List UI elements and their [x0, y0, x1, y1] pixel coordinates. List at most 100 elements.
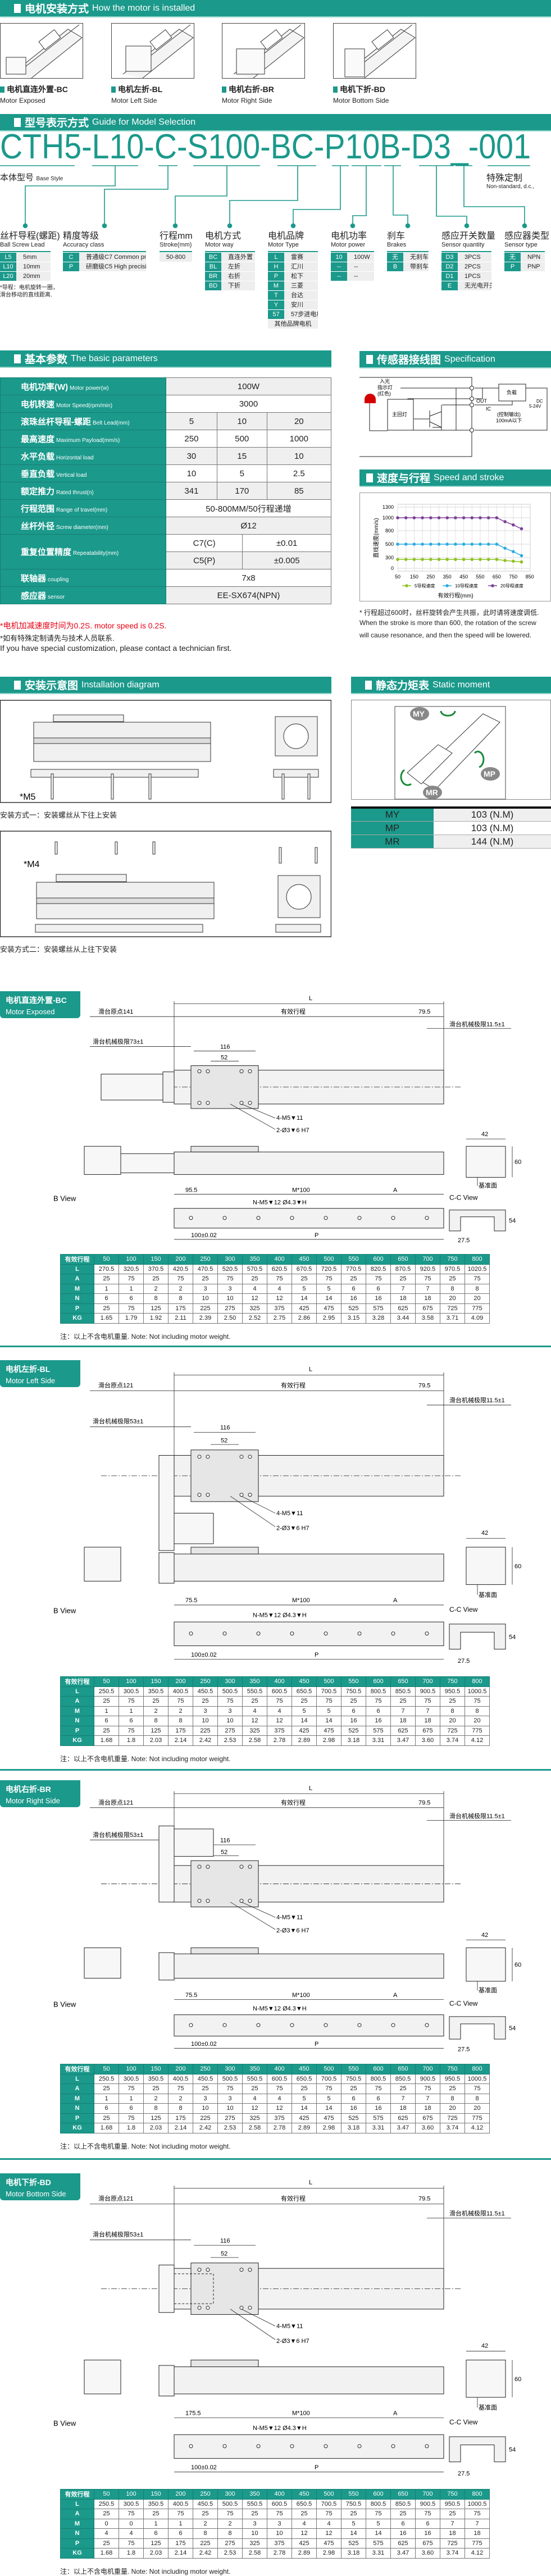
table-cell: 800.5	[366, 2073, 391, 2084]
table-cell: 14	[292, 1716, 317, 1726]
sensor-wiring-diagram: 入光 指示灯 (红色) 主回灯 负载 OUT IC (控制输出) 100mA以下…	[359, 377, 548, 457]
table-cell: 275	[217, 2538, 243, 2548]
dim-label-stroke: 有效行程	[281, 1007, 306, 1015]
dim-label-limit-left: 滑台机械极限53±1	[93, 1831, 143, 1839]
motor-install-image	[333, 23, 416, 79]
x-tick-label: 850	[526, 574, 534, 580]
table-cell: 625	[390, 2113, 416, 2123]
param-value: 10	[216, 412, 267, 430]
column-subtitle: Brakes	[387, 241, 407, 248]
table-cell: 7	[415, 2093, 440, 2104]
option-value: 研磨级C5 High precision	[79, 262, 146, 271]
table-cell: 2.89	[292, 1735, 317, 1746]
table-cell: 4	[292, 2518, 317, 2529]
motor-top-view	[174, 1512, 214, 1544]
table-cell: 3.15	[341, 1313, 366, 1324]
table-cell: 600.5	[267, 1686, 292, 1697]
right-end-view	[466, 2359, 506, 2398]
option-value: 3PCS	[458, 253, 491, 262]
dim-label-100: 100±0.02	[191, 1232, 217, 1239]
table-cell: 2.78	[267, 1735, 292, 1746]
data-point	[520, 554, 523, 558]
table-cell: 25	[440, 2083, 465, 2094]
table-cell: 14	[292, 2103, 317, 2114]
dim-label-origin: 滑台原点121	[98, 2194, 133, 2202]
data-point	[412, 542, 416, 546]
table-cell: 325	[242, 2113, 267, 2123]
legend-label: 20导程速度	[500, 583, 523, 589]
data-point	[462, 516, 466, 519]
label-light: 入光	[380, 378, 390, 384]
data-point	[412, 558, 416, 561]
data-point	[454, 558, 457, 561]
option-value: 带刹车	[403, 262, 429, 271]
param-label: 电机功率(W)Motor power(w)	[0, 377, 166, 395]
mount-hole	[248, 2305, 252, 2310]
leader-line	[229, 166, 298, 225]
install-caption-2: 安装方式二：安装螺丝从上往下安装	[0, 945, 117, 954]
column-subtitle: Sensor type	[504, 241, 538, 248]
column-header: 650	[390, 1254, 416, 1265]
table-cell: 3	[193, 2093, 218, 2104]
table-cell: 25	[292, 2083, 317, 2094]
section-title: 静态力矩表	[376, 680, 430, 692]
rail-side-view	[174, 1953, 444, 1979]
table-cell: 425	[292, 1303, 317, 1314]
table-cell: 6	[366, 2093, 391, 2104]
table-cell: 3	[267, 2518, 292, 2529]
speed-note-cn: * 行程超过600时，丝杆旋转会产生共振，此时请将速度调低.	[359, 609, 539, 617]
param-label-cn: 联轴器	[21, 573, 47, 583]
column-header: 200	[168, 1254, 193, 1265]
table-cell: 650.5	[292, 2499, 317, 2509]
column-header: 500	[316, 1676, 341, 1687]
table-cell: 725	[440, 1303, 465, 1314]
fold-housing-top-view	[158, 1455, 175, 1551]
table-cell: 900.5	[415, 2073, 440, 2084]
table-cell: 75	[267, 2509, 292, 2519]
table-cell: 25	[193, 2083, 218, 2094]
column-header: 450	[292, 1254, 317, 1265]
table-cell: 75	[168, 1274, 193, 1284]
note-en: If you have special customization, pleas…	[0, 644, 232, 653]
motor-install-en: Motor Bottom Side	[333, 97, 389, 104]
dim-label-27-5: 27.5	[458, 2046, 470, 2053]
option-code: B	[387, 262, 403, 271]
row-header: KG	[60, 2123, 94, 2133]
data-point	[495, 558, 499, 561]
table-cell: 370.5	[143, 1264, 169, 1274]
column-title: 电机方式	[205, 231, 242, 241]
option-code: 57	[268, 310, 284, 319]
param-label-en: Repeatability(mm)	[73, 550, 119, 557]
section-header-params: 基本参数 The basic parameters	[0, 350, 331, 368]
option-value: 下折	[221, 281, 255, 290]
dim-label-27-5: 27.5	[458, 1237, 470, 1244]
table-cell: 16	[341, 1293, 366, 1304]
bottom-hole	[357, 2023, 362, 2027]
weight-note: 注：以上不含电机重量. Note: Not including motor we…	[60, 1755, 231, 1763]
dim-label-116: 116	[220, 1838, 230, 1844]
data-point	[495, 542, 499, 546]
dim-label-limit-left: 滑台机械极限73±1	[93, 1037, 143, 1045]
option-code: L5	[0, 253, 16, 262]
data-point	[421, 542, 424, 546]
table-cell: 75	[366, 2083, 391, 2094]
table-cell: 2.78	[267, 2548, 292, 2559]
table-cell: 675	[415, 1303, 440, 1314]
column-subtitle: Sensor quantity	[441, 241, 485, 248]
param-value: C5(P)	[165, 551, 243, 569]
table-cell: 500.5	[217, 1686, 243, 1697]
row-header: A	[60, 1696, 94, 1707]
column-header: 600	[366, 1254, 391, 1265]
column-header: 100	[119, 1254, 144, 1265]
table-cell: 2.42	[193, 1735, 218, 1746]
table-cell: 7	[390, 1283, 416, 1294]
